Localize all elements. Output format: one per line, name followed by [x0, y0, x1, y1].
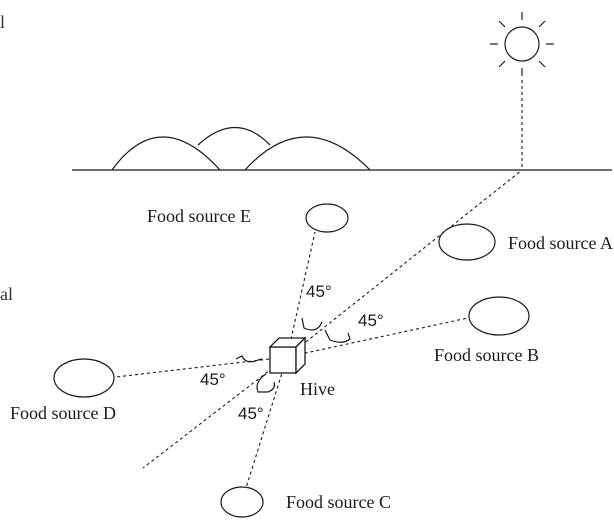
food-source-e-oval — [305, 203, 349, 233]
food-source-d-oval — [53, 358, 115, 398]
angle-label-b: 45° — [358, 311, 384, 330]
food-source-b-label: Food source B — [434, 345, 539, 365]
food-source-c-oval — [220, 486, 264, 518]
hills — [111, 126, 371, 171]
angle-bracket-b — [324, 329, 351, 343]
direction-line-b — [286, 317, 469, 358]
angle-bracket-c — [256, 373, 275, 393]
food-source-d-label: Food source D — [10, 403, 116, 423]
angle-bracket-e — [301, 317, 323, 331]
food-source-b-oval — [468, 296, 530, 336]
edge-fragment-top: l — [0, 12, 5, 32]
food-source-c-label: Food source C — [286, 492, 391, 512]
direction-line-d — [115, 356, 288, 378]
angle-bracket-d — [235, 355, 263, 363]
angle-label-c: 45° — [238, 404, 264, 423]
food-source-e-label: Food source E — [147, 206, 251, 226]
hive-box — [268, 336, 307, 375]
direction-line-c — [245, 356, 288, 489]
sun-icon — [490, 12, 554, 76]
direction-line-a-sun — [286, 169, 523, 358]
angle-label-d: 45° — [200, 370, 226, 389]
food-source-a-label: Food source A — [508, 233, 613, 253]
angle-label-e: 45° — [306, 282, 332, 301]
edge-fragment-mid: al — [0, 284, 13, 304]
hive-label: Hive — [300, 379, 335, 399]
food-source-a-oval — [438, 223, 496, 261]
